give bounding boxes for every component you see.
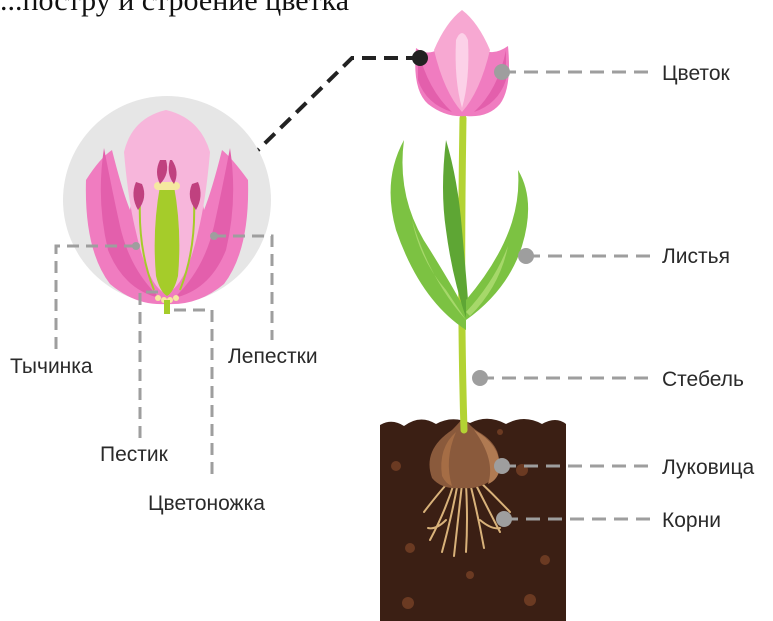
tulip-flower bbox=[415, 10, 509, 116]
leader-pistil bbox=[140, 292, 158, 440]
label-bulb: Луковица bbox=[662, 457, 754, 478]
label-stem: Стебель bbox=[662, 369, 744, 390]
leader-peduncle bbox=[174, 310, 212, 480]
label-roots: Корни bbox=[662, 510, 721, 531]
label-leaves: Листья bbox=[662, 246, 730, 267]
label-stamen: Тычинка bbox=[10, 356, 93, 377]
flower-cross-section bbox=[63, 96, 271, 314]
label-flower: Цветок bbox=[662, 63, 730, 84]
flower-detail-marker bbox=[412, 50, 428, 66]
label-petals: Лепестки bbox=[228, 346, 318, 367]
label-peduncle: Цветоножка bbox=[148, 493, 265, 514]
label-pistil: Пестик bbox=[100, 444, 168, 465]
flower-detail-leader bbox=[256, 58, 420, 152]
